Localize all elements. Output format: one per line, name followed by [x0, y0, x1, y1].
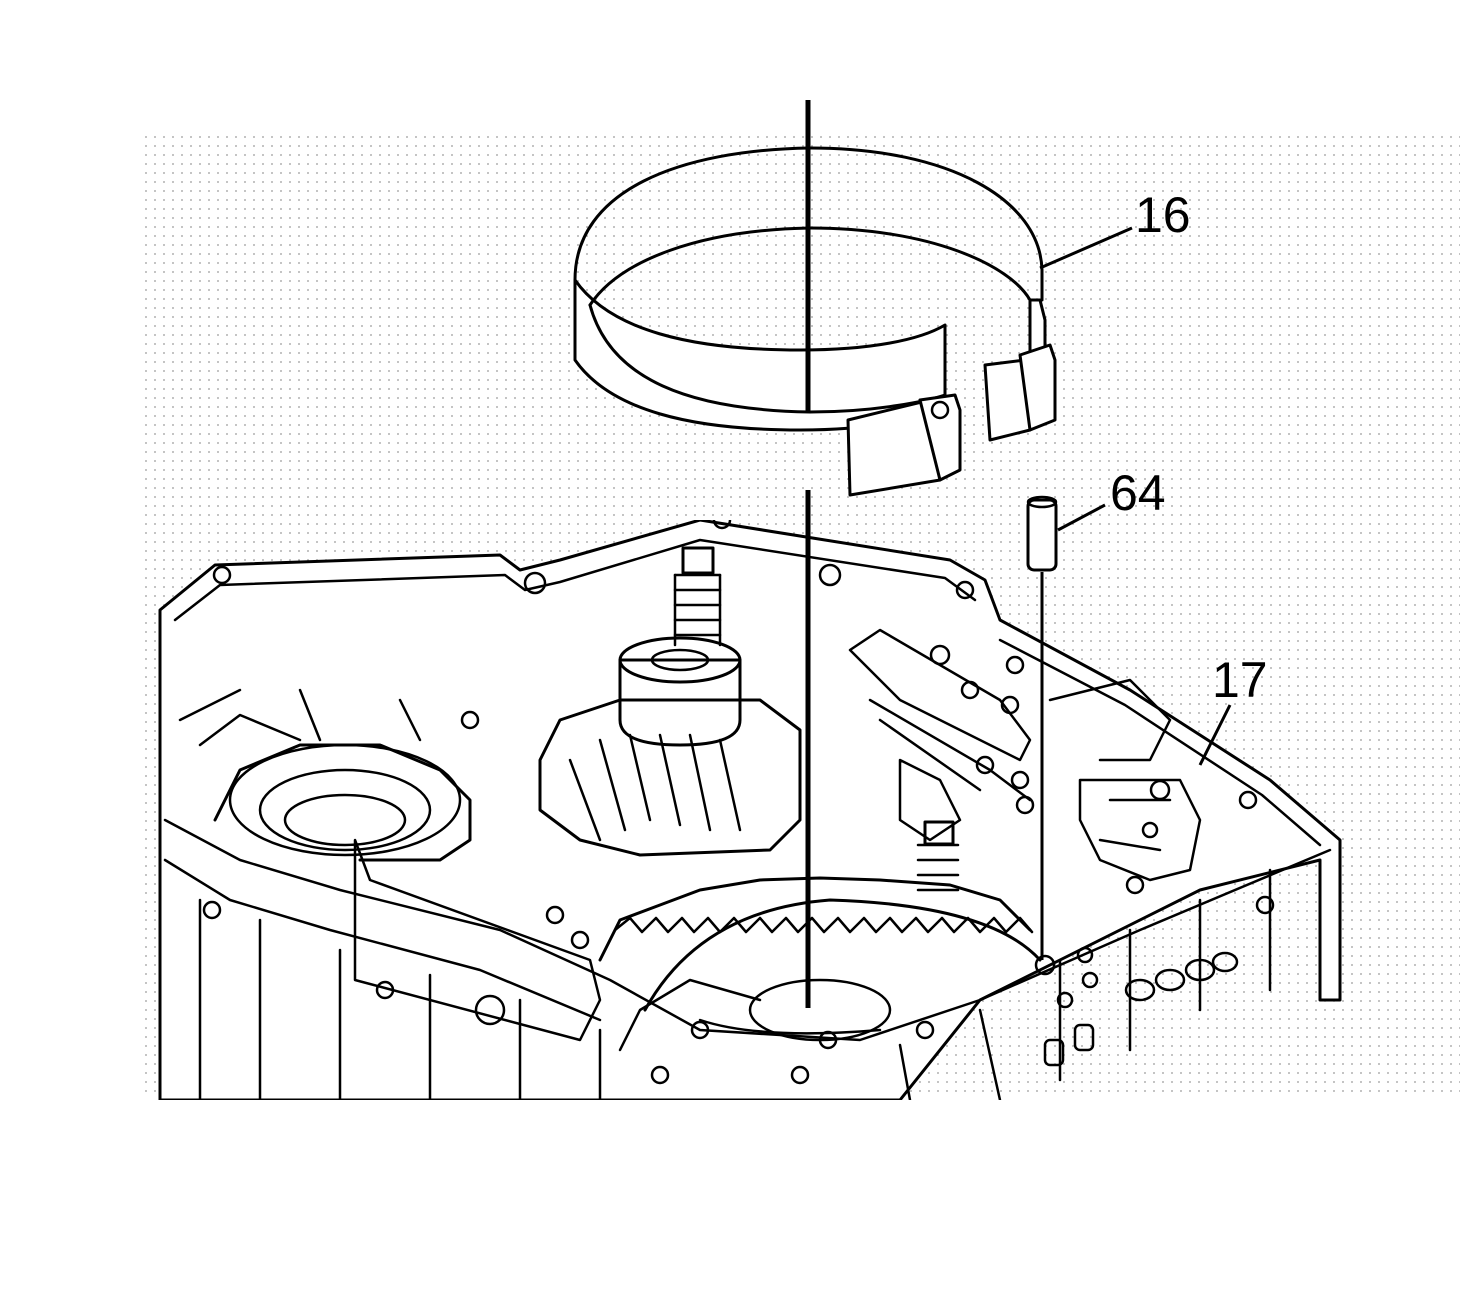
callout-16: 16: [1135, 187, 1191, 243]
band-apply-lug: [983, 343, 1057, 442]
upper-stud: [673, 546, 722, 647]
callout-17: 17: [1212, 652, 1268, 708]
brake-band: [573, 146, 1057, 497]
servo-pin: [1026, 495, 1058, 572]
leader-line-64: [1057, 503, 1106, 532]
drive-gear: [538, 636, 802, 857]
side-cooler-ports: [1043, 951, 1239, 1067]
leader-line-16: [1039, 226, 1133, 270]
transmission-case: [158, 520, 1342, 1100]
bolt-holes: [202, 520, 1275, 1085]
band-anchor-lug: [846, 393, 962, 497]
linkage: [848, 628, 1202, 882]
callout-64: 64: [1110, 465, 1166, 521]
leader-line-17: [1198, 704, 1232, 766]
left-bore: [178, 688, 472, 862]
servo-bore: [598, 876, 1042, 1042]
